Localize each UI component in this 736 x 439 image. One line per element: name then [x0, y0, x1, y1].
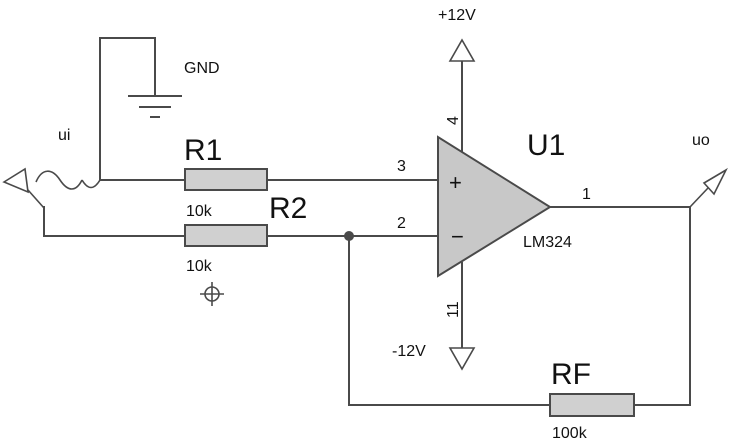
opamp-part-label: LM324	[523, 234, 572, 251]
resistor-rf	[549, 393, 635, 417]
output-terminal-icon	[689, 167, 728, 208]
pin11-label: 11	[445, 301, 462, 318]
pin1-label: 1	[582, 186, 591, 203]
opamp-ref-label: U1	[527, 129, 565, 162]
r1-ref-label: R1	[184, 134, 222, 167]
vneg-label: -12V	[392, 343, 426, 360]
pin3-label: 3	[397, 158, 406, 175]
ground-icon	[128, 95, 182, 118]
opamp-body	[437, 135, 552, 278]
gnd-label: GND	[184, 60, 220, 77]
opamp-plus-symbol: +	[449, 170, 462, 195]
r2-ref-label: R2	[269, 192, 307, 225]
feedback-wire-right	[634, 207, 691, 406]
resistor-r2	[184, 224, 268, 247]
r1-value-label: 10k	[186, 203, 213, 220]
rf-value-label: 100k	[552, 425, 588, 439]
vcc-arrow-icon	[448, 38, 476, 62]
input-wire-to-r2	[43, 206, 185, 237]
vpos-label: +12V	[438, 7, 476, 24]
vee-arrow-icon	[448, 347, 476, 371]
feedback-wire-left	[348, 236, 550, 406]
r2-value-label: 10k	[186, 258, 213, 275]
ground-wire	[99, 37, 156, 180]
opamp-minus-symbol: −	[451, 224, 464, 249]
input-label: ui	[58, 127, 70, 144]
crosshair-icon	[200, 282, 224, 306]
output-label: uo	[692, 132, 710, 149]
pin2-label: 2	[397, 215, 406, 232]
ac-source-icon	[35, 170, 101, 190]
pin4-label: 4	[445, 116, 462, 125]
input-terminal-icon	[2, 167, 45, 209]
rf-ref-label: RF	[551, 358, 591, 391]
resistor-r1	[184, 168, 268, 191]
